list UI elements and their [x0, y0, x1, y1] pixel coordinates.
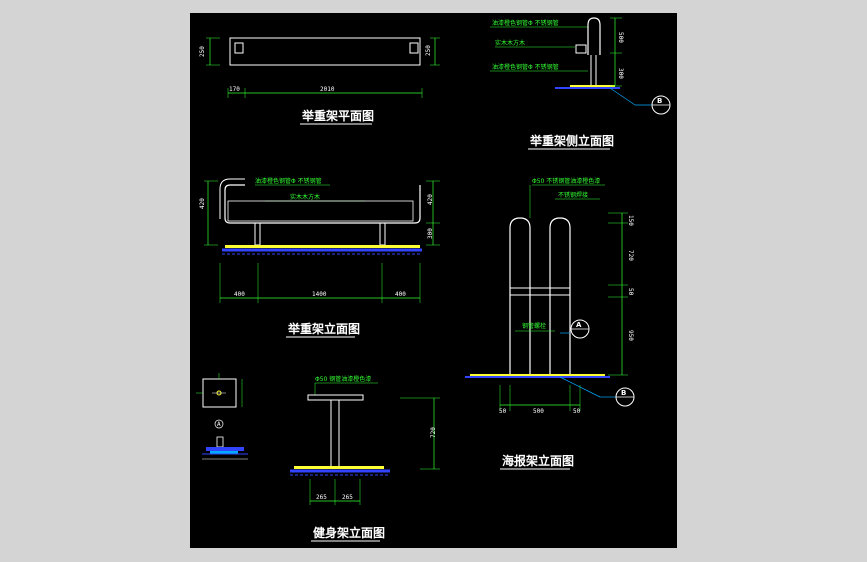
side-dim-1: 500	[617, 32, 624, 43]
side-dim-2: 300	[617, 68, 624, 79]
ladder-note-2: 不锈钢焊接	[558, 191, 588, 199]
view-ladder: Φ50 不锈钢管油漆橙色漆 不锈钢焊接 钢管螺栓 150 720	[465, 177, 635, 470]
detail-section-base	[206, 447, 244, 451]
view-side: 油漆橙色钢管Φ 不锈钢管 实木木方木 油漆橙色钢管Φ 不锈钢管 500 300	[490, 17, 671, 150]
fit-dim-b1: 265	[316, 494, 327, 501]
fit-post	[330, 399, 340, 468]
ladder-callout-b-leader	[559, 376, 601, 398]
fit-base	[294, 466, 384, 469]
fit-title: 健身架立面图	[313, 525, 385, 540]
drawing-canvas: 250 250 2010 170 举重架平面图 油漆橙色钢管Φ 不锈钢管 实木木	[196, 17, 671, 542]
side-note-1: 油漆橙色钢管Φ 不锈钢管	[492, 19, 559, 27]
elev-dim-post-label: 300	[427, 228, 434, 239]
fit-dim-b2: 265	[342, 494, 353, 501]
ladder-dim-v2: 720	[627, 250, 634, 261]
ladder-callout-a-label: A	[576, 321, 582, 329]
plan-dim-top-right: 250	[425, 45, 432, 56]
ladder-right-rail	[549, 217, 571, 375]
ladder-dim-v3: 50	[627, 288, 634, 296]
detail-marker-label: A	[217, 421, 221, 428]
ladder-dim-v4: 950	[627, 330, 634, 341]
elev-seg-mid: 1400	[312, 291, 327, 298]
ladder-dim-b-right: 50	[573, 408, 581, 415]
elev-bench	[227, 200, 414, 222]
fit-note: Φ50 钢管油漆橙色漆	[315, 375, 371, 383]
ladder-bottom-note: 钢管螺栓	[522, 322, 546, 330]
ladder-base	[470, 374, 605, 377]
plan-right-handle	[409, 42, 419, 54]
side-hook	[587, 17, 601, 55]
view-fitness: Φ50 钢管油漆橙色漆 720 265 265 健身架立面图	[290, 375, 440, 542]
detail-marker	[214, 419, 224, 429]
drawing-sheet: 250 250 2010 170 举重架平面图 油漆橙色钢管Φ 不锈钢管 实木木	[190, 13, 677, 548]
side-note-2: 实木木方木	[495, 39, 525, 47]
elev-dim-right-label: 420	[427, 194, 434, 205]
ladder-note-1: Φ50 不锈钢管油漆橙色漆	[532, 177, 600, 185]
side-callout-label: B	[657, 97, 662, 105]
elev-leg-right	[379, 222, 386, 246]
view-plan: 250 250 2010 170 举重架平面图	[199, 37, 440, 125]
elev-leg-left	[254, 222, 261, 246]
elev-seg-right: 400	[395, 291, 406, 298]
view-elevation: 油漆橙色钢管Φ 不锈钢管 实木木方木 420 420	[199, 177, 440, 338]
detail-section-cap	[216, 436, 224, 448]
side-callout-leader	[609, 87, 636, 106]
ladder-callout-b-label: B	[621, 389, 626, 397]
side-note-3: 油漆橙色钢管Φ 不锈钢管	[492, 63, 559, 71]
fit-top-bar	[307, 394, 364, 401]
view-detail: A	[196, 373, 248, 460]
ladder-title: 海报架立面图	[502, 453, 574, 468]
elev-seg-left: 400	[234, 291, 245, 298]
plan-left-handle	[234, 42, 244, 54]
ladder-left-rail	[509, 217, 531, 375]
plan-bar	[229, 37, 421, 66]
ladder-dim-v1: 150	[627, 215, 634, 226]
ladder-dim-b-mid: 500	[533, 408, 544, 415]
elev-note-1: 油漆橙色钢管Φ 不锈钢管	[255, 177, 322, 185]
side-clamp	[575, 44, 587, 54]
elev-note-2: 实木木方木	[290, 193, 320, 201]
side-base	[570, 85, 615, 88]
elev-dim-left-label: 420	[199, 198, 206, 209]
plan-title: 举重架平面图	[301, 108, 374, 123]
plan-dim-total-label: 2010	[320, 86, 335, 93]
plan-dim-offset-label: 170	[229, 86, 240, 93]
ladder-dim-b-left: 50	[499, 408, 507, 415]
plan-dim-top-left: 250	[199, 46, 206, 57]
fit-dim-height: 720	[430, 427, 437, 438]
elev-title: 举重架立面图	[287, 321, 360, 336]
elev-rail	[224, 184, 421, 224]
side-title: 举重架侧立面图	[529, 133, 614, 148]
elev-base	[225, 245, 420, 248]
